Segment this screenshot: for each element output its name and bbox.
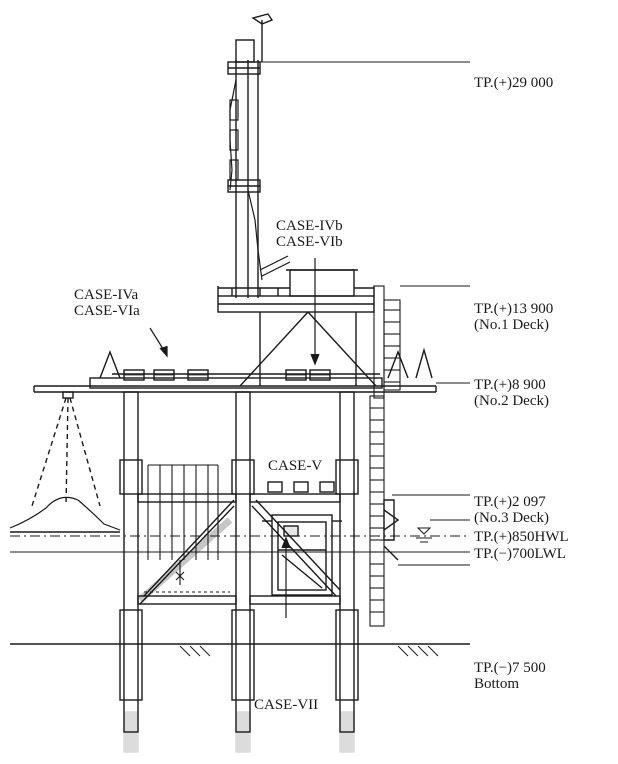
elevation-label-8900: TP.(+)8 900 (No.2 Deck) xyxy=(474,377,549,409)
case-text: CASE-V xyxy=(268,458,323,474)
elevation-label-850: TP.(+)850HWL xyxy=(474,529,569,545)
mast-top-housing xyxy=(235,39,255,63)
case-text: CASE-VIa xyxy=(74,303,140,319)
elevation-text: TP.(+)2 097 xyxy=(474,494,546,510)
elevation-label-2097: TP.(+)2 097 (No.3 Deck) xyxy=(474,494,549,526)
elevation-text: TP.(−)7 500 xyxy=(474,660,546,676)
water-levels xyxy=(10,527,470,553)
no2-deck xyxy=(33,347,437,393)
elevation-text: TP.(+)13 900 xyxy=(474,301,554,317)
mast xyxy=(227,13,291,298)
rack xyxy=(144,464,230,593)
case-text: CASE-IVa xyxy=(74,287,139,303)
instrument-cage xyxy=(262,514,342,596)
braces xyxy=(137,493,341,605)
case-text: CASE-IVb xyxy=(276,218,343,234)
legs xyxy=(119,391,359,753)
elevation-label-7500: TP.(−)7 500 Bottom xyxy=(474,660,546,692)
sea-surface xyxy=(9,391,121,533)
elevation-text: TP.(+)8 900 xyxy=(474,377,546,393)
hwl-marker-icon xyxy=(416,527,432,535)
no1-deck xyxy=(217,269,375,313)
case-v-boxes xyxy=(267,481,335,493)
deck-house xyxy=(289,269,355,297)
seabed xyxy=(10,643,470,657)
case-label-ivb-vib: CASE-IVb CASE-VIb xyxy=(276,218,343,250)
case-label-iva-via: CASE-IVa CASE-VIa xyxy=(74,287,140,319)
elevation-label-29000: TP.(+)29 000 xyxy=(474,75,553,91)
leader-lines xyxy=(260,61,470,566)
elevation-text: TP.(−)700LWL xyxy=(474,546,566,562)
stairway xyxy=(369,285,401,627)
anemometer-icon xyxy=(251,13,274,25)
elevation-text: TP.(+)29 000 xyxy=(474,75,554,91)
bottom-label: Bottom xyxy=(474,676,520,692)
callout-arrows xyxy=(149,258,320,618)
truss xyxy=(239,311,377,387)
case-label-vii: CASE-VII xyxy=(254,697,318,713)
elevation-label-700: TP.(−)700LWL xyxy=(474,546,566,562)
case-label-v: CASE-V xyxy=(268,458,322,474)
elevation-text: TP.(+)850HWL xyxy=(474,529,569,545)
deck-name: (No.1 Deck) xyxy=(474,317,549,333)
deck-name: (No.3 Deck) xyxy=(474,510,549,526)
deck-name: (No.2 Deck) xyxy=(474,393,549,409)
case-text: CASE-VIb xyxy=(276,234,343,250)
elevation-label-13900: TP.(+)13 900 (No.1 Deck) xyxy=(474,301,553,333)
side-equipment xyxy=(383,499,400,561)
case-text: CASE-VII xyxy=(254,697,319,713)
